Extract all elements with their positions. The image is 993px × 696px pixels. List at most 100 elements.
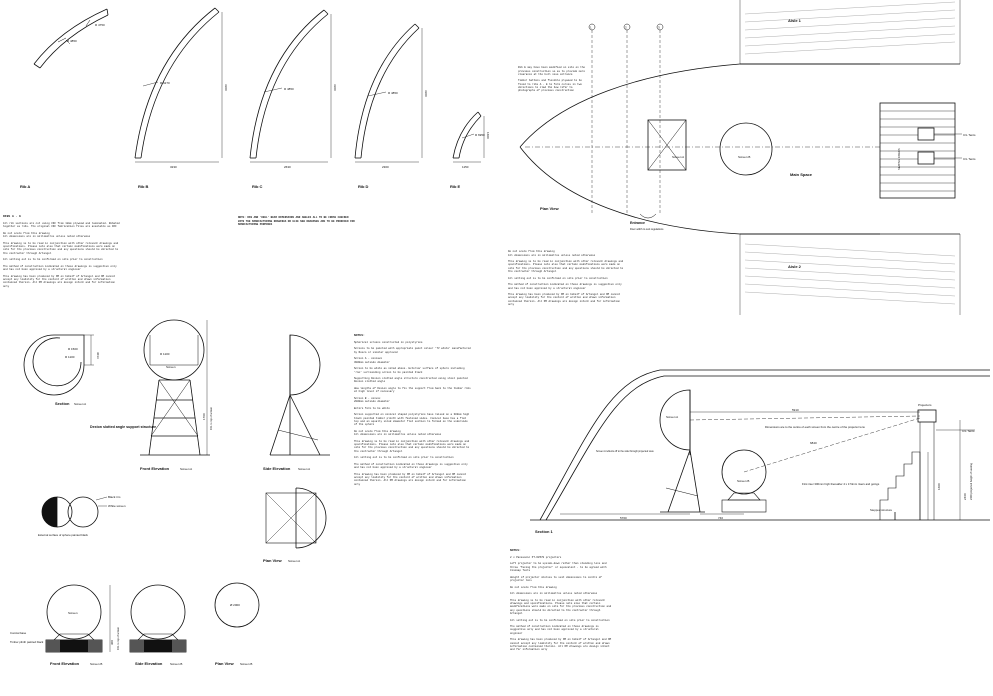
screen-b-plan-sub: Screen B (240, 662, 252, 666)
screen-a-section-drawing (23, 334, 94, 396)
plan-rib-note: Rib E may have been modified on site on … (518, 66, 585, 93)
screen-a-height-1: 1700 (202, 413, 206, 420)
section-1-title: Section 1 (535, 529, 554, 534)
rib-b-width-label: 3230 (170, 165, 177, 169)
screen-b-dim-1: 300 (110, 640, 114, 645)
rib-b-height-label: 3300 (224, 84, 228, 91)
mid-notes-block: NOTES: Spherical screens constructed in … (354, 331, 472, 489)
conical-base-label: Conical base (10, 631, 27, 635)
screen-b-front-label: Front Elevation (50, 661, 80, 666)
plan-notes-body: Do not scale from this drawing All dimen… (508, 250, 624, 307)
rib-a (33, 8, 109, 69)
rib-e-radius-label: R 6950 (475, 133, 485, 137)
screen-reflect-note: Screen A reflects off to the side throug… (596, 450, 654, 453)
bottom-notes-title: NOTES: (510, 549, 521, 553)
screen-a-plan-view-drawing (265, 487, 327, 549)
bottom-notes-block: NOTES: 2 x Panasonic PT-DZ570 projectors… (510, 546, 612, 655)
rib-c (249, 9, 332, 163)
section-1-drawing (530, 369, 990, 521)
rib-b-radius-label: R 6270 (160, 81, 170, 85)
main-space-label: Main Space (790, 172, 813, 177)
screen-b-front-elevation-drawing (45, 584, 111, 653)
screen-a-support-note: Dexion slotted angle support structure (90, 425, 156, 429)
rib-d-width-label: 2300 (382, 165, 389, 169)
screen-a-section-sub: Screen A (74, 402, 86, 406)
rib-c-width-label: 2630 (284, 165, 291, 169)
rib-b (134, 7, 223, 163)
screen-b-front-sub: Screen B (90, 662, 102, 666)
screen-a-height-2: FFL to top of screen (209, 406, 213, 430)
screen-a-side-label: Side Elevation (263, 466, 291, 471)
dim-bottom-2-label: 740 (718, 516, 723, 520)
section-screen-a-label: Screen A (666, 415, 678, 419)
plan-screen-b-label: Screen B (738, 155, 750, 159)
plan-notes-block: Do not scale from this drawing All dimen… (508, 247, 626, 310)
rib-notes-body: All rib sections are cut using CNC from … (3, 221, 120, 288)
bottom-notes-body: 2 x Panasonic PT-DZ570 projectors Left p… (510, 555, 612, 652)
rib-notes-block: RIBS A - E All rib sections are cut usin… (3, 212, 121, 291)
rib-d-radius-label: R 4850 (388, 91, 398, 95)
riser-note: First riser 300mm high thereafter 4 x 17… (802, 482, 880, 486)
screen-b-side-sub: Screen B (170, 662, 182, 666)
plan-view-drawing (519, 0, 962, 315)
dim-riser-label: 2460 (963, 493, 967, 500)
white-screen-label: White screen (108, 504, 126, 508)
screen-b-diameter: Ø 2000 (230, 603, 240, 607)
plan-rib-note-block: Rib E may have been modified on site on … (518, 63, 586, 96)
plan-screen-a-label: Screen A (672, 155, 684, 159)
rib-d-height-label: 3300 (424, 90, 428, 97)
rib-c-label: Rib C (252, 184, 263, 189)
stepped-structure-label: Stepped structure (870, 508, 893, 512)
rib-a-radius-label: R 4850 (67, 39, 77, 43)
aisle-2-label: Aisle 2 (788, 264, 802, 269)
grid-1-label: 1 (590, 26, 592, 30)
rib-e-width-label: 1150 (462, 165, 469, 169)
section-ctl-label: C/L Tents (962, 429, 975, 433)
door-note: Door width to suit regulations (630, 227, 664, 231)
grid-2-label: 2 (625, 26, 627, 30)
screen-a-radius-2: R 1100 (65, 355, 75, 359)
top-note-block: NOTE: RIB AND 'KEEL' BEAM DIMENSIONS AND… (238, 213, 356, 229)
timber-plinth-label: Timber plinth painted black (10, 640, 44, 644)
screen-b-dim-2: FFL to top of screen (116, 626, 120, 650)
rib-b-label: Rib B (138, 184, 149, 189)
projectors-label: Projectors (918, 403, 932, 407)
screen-a-side-sub: Screen A (298, 467, 310, 471)
dimension-note: Dimensions are to the centre of each scr… (765, 425, 865, 429)
ctl-tents-1-label: C/L Tents (963, 133, 976, 137)
surface-note: External surface of sphere painted black (38, 533, 89, 537)
rib-d (354, 23, 423, 163)
screen-a-screen-word: Screen (166, 365, 176, 369)
screen-b-side-elevation-drawing (129, 584, 187, 653)
screen-b-side-label: Side Elevation (135, 661, 163, 666)
screen-a-front-sub: Screen A (180, 467, 192, 471)
screen-a-radius-3: R 1100 (160, 352, 170, 356)
ffl-label: 2400 projected height of seating (969, 463, 973, 500)
dim-plinth-label: 1600 (937, 483, 941, 490)
rib-c-radius-label: R 4850 (284, 87, 294, 91)
section-screen-b-label: Screen B (737, 479, 749, 483)
screen-b-plan-view-drawing (214, 582, 260, 628)
grid-3-label: 3 (658, 26, 660, 30)
screen-b-plan-label: Plan View (215, 661, 234, 666)
rib-d-label: Rib D (358, 184, 369, 189)
plan-view-title: Plan View (540, 206, 559, 211)
screen-a-rim-detail (41, 496, 108, 528)
entrance-label: Entrance (630, 221, 645, 225)
mid-notes-title: NOTES: (354, 334, 365, 338)
screen-a-plan-sub: Screen A (288, 559, 300, 563)
rib-e-label: Rib E (450, 184, 461, 189)
rib-e (452, 111, 485, 163)
black-rim-label: Black rim (108, 495, 121, 499)
ctl-tents-2-label: C/L Tents (963, 157, 976, 161)
dim-top-label: 5910 (792, 408, 799, 412)
rib-notes-title: RIBS A - E (3, 215, 22, 219)
dim-bottom-1-label: 5760 (620, 516, 627, 520)
seating-risers-label: SEATING RISERS (897, 148, 901, 170)
dim-diag-label: 6840 (810, 441, 817, 445)
screen-a-section-label: Section (55, 401, 70, 406)
screen-a-plan-label: Plan View (263, 558, 282, 563)
rib-a-radius-2-label: R 4750 (95, 23, 105, 27)
screen-a-front-label: Front Elevation (140, 466, 170, 471)
screen-a-side-elevation-drawing (269, 334, 330, 456)
